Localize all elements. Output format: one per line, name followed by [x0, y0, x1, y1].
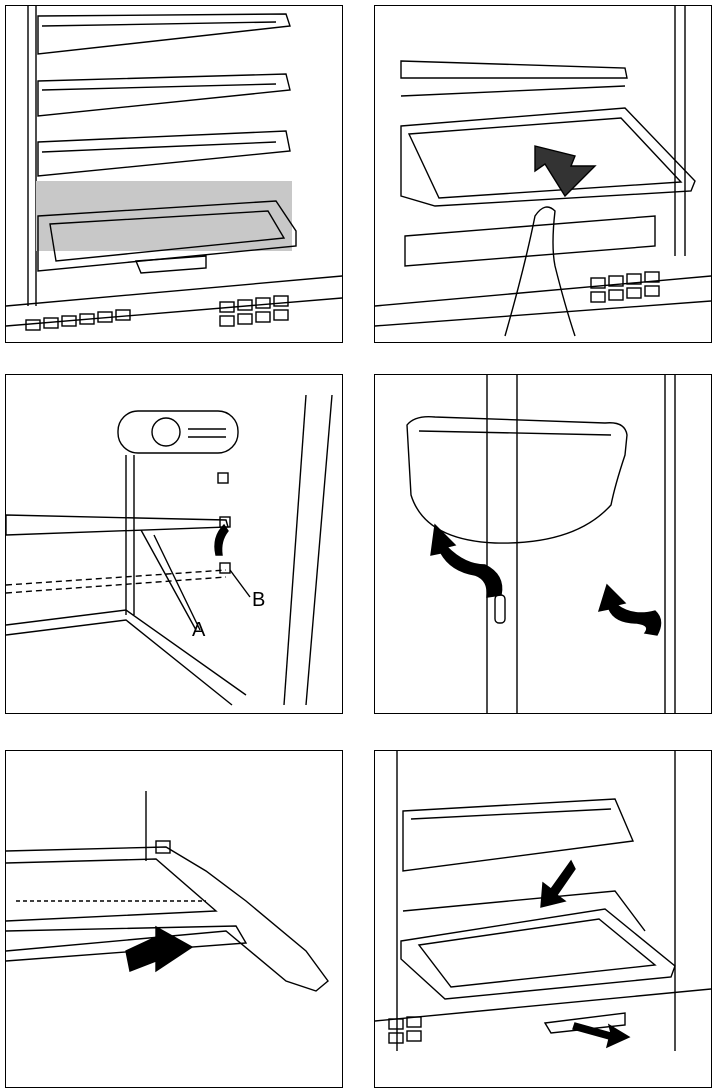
- figure-3-illustration: [6, 394, 333, 706]
- figure-5-panel: [5, 750, 343, 1088]
- figure-2-illustration: [375, 6, 711, 337]
- label-a: A: [192, 619, 206, 641]
- figure-1-illustration: [6, 6, 342, 331]
- label-b: B: [252, 589, 266, 611]
- figure-1-panel: [5, 5, 343, 343]
- figure-6-illustration: [375, 751, 711, 1051]
- figure-5-illustration: [6, 791, 329, 992]
- figure-4-panel: [374, 374, 712, 714]
- figure-4-illustration: [406, 375, 676, 713]
- figure-6-panel: [374, 750, 712, 1088]
- figure-3-panel: A B: [5, 374, 343, 714]
- figure-2-panel: [374, 5, 712, 343]
